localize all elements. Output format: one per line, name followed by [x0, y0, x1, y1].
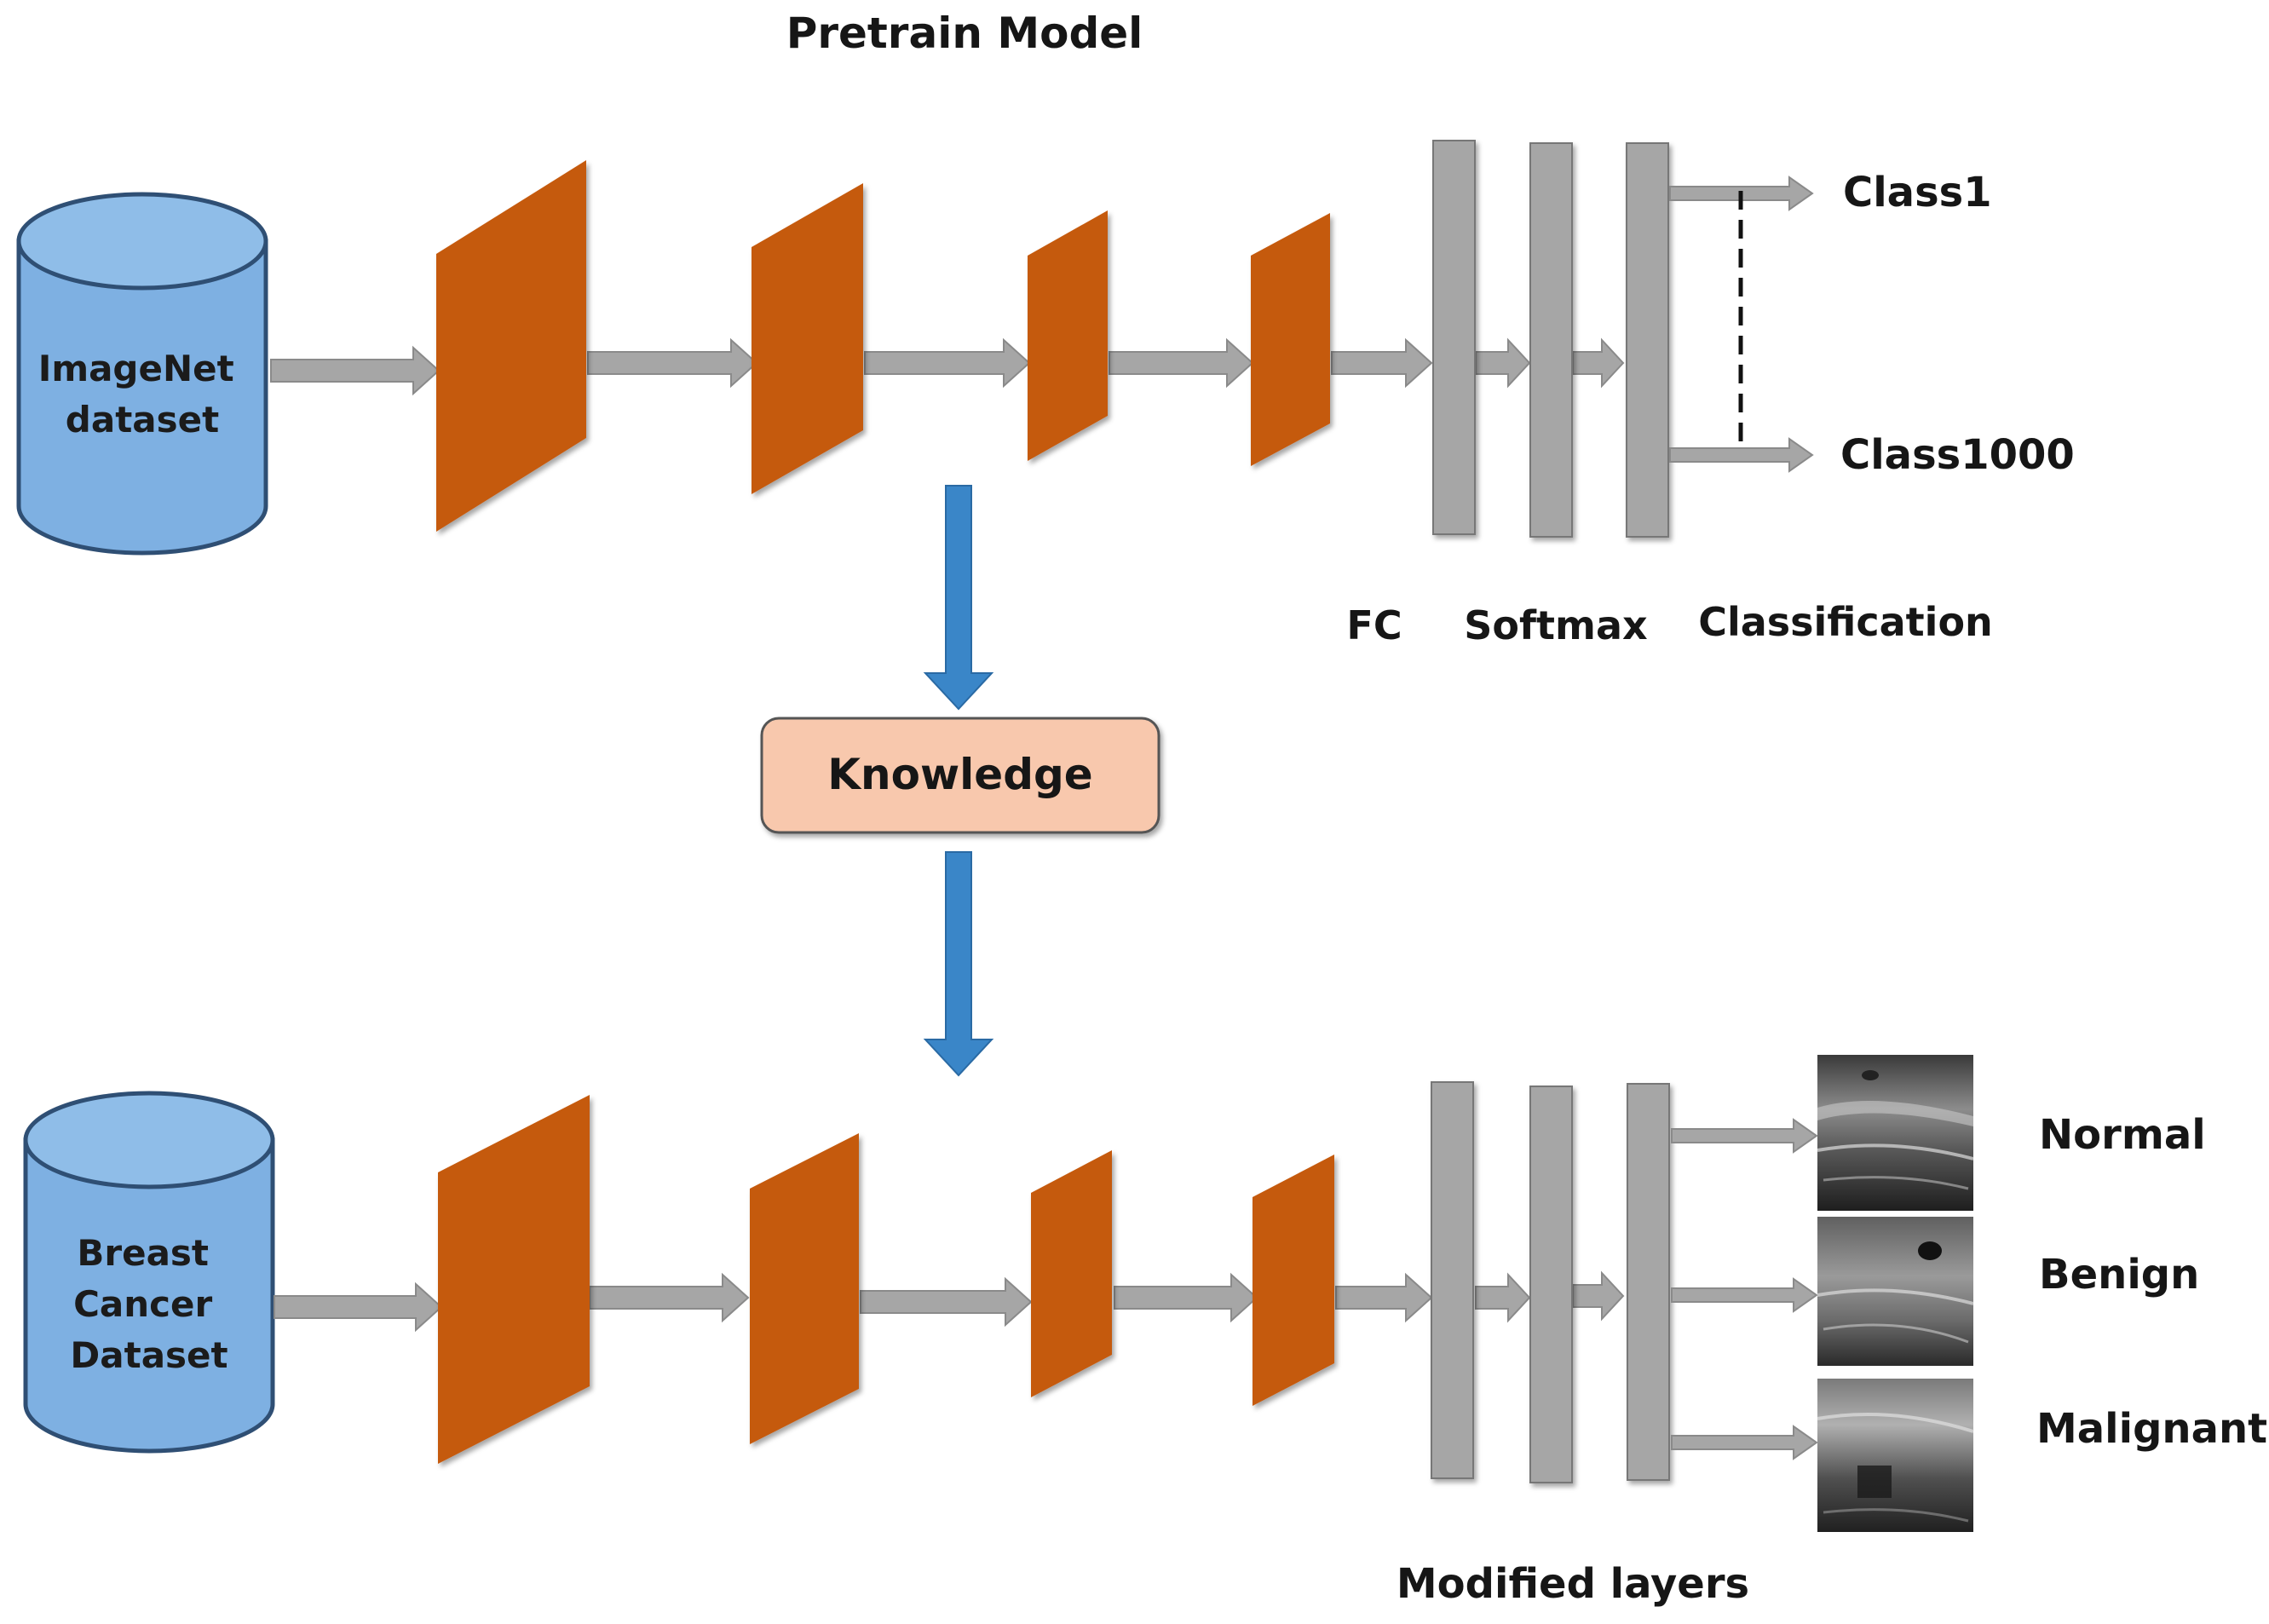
arrow-right-icon [1475, 1272, 1531, 1323]
arrow-right-icon [1114, 1272, 1258, 1323]
modified-layer-1 [1431, 1081, 1474, 1479]
finetune-feature-maps [438, 1095, 1334, 1464]
feature-map-4 [1253, 1155, 1334, 1406]
arrow-right-icon [1669, 437, 1814, 473]
modified-layers-label: Modified layers [1397, 1560, 1749, 1608]
pretrain-dense-layers [1432, 140, 1669, 538]
knowledge-box [760, 717, 1160, 834]
arrow-right-icon [1331, 337, 1433, 389]
knowledge-label: Knowledge [827, 750, 1092, 799]
arrow-right-icon [1475, 337, 1531, 389]
imagenet-dataset-line-2: dataset [66, 399, 219, 441]
breast-dataset-line-2: Cancer [73, 1283, 212, 1325]
feature-map-2 [750, 1133, 859, 1444]
output-label-benign: Benign [2039, 1251, 2199, 1299]
modified-layer-2 [1529, 1086, 1573, 1483]
pretrain-feature-maps [436, 160, 1330, 532]
arrow-right-icon [860, 1276, 1033, 1327]
svg-text:ImageNet dataset: ImageNet dataset [38, 348, 247, 441]
imagenet-dataset-cylinder: ImageNet dataset [16, 192, 268, 556]
arrow-right-icon [589, 1272, 750, 1323]
arrow-right-icon [274, 1281, 443, 1333]
output-label-malignant: Malignant [2036, 1405, 2267, 1453]
output-label-normal: Normal [2039, 1111, 2206, 1159]
arrow-right-icon [1671, 1118, 1818, 1154]
arrow-right-icon [1671, 1425, 1818, 1460]
arrow-right-icon [1671, 1277, 1818, 1313]
pretrain-connectors [270, 337, 1625, 396]
diagram-title: Pretrain Model [786, 9, 1143, 58]
feature-map-2 [752, 183, 863, 494]
classification-layer [1626, 142, 1669, 538]
finetune-dense-layers [1431, 1081, 1670, 1483]
arrow-down-icon [923, 485, 994, 711]
feature-map-3 [1028, 210, 1108, 461]
breast-dataset-line-1: Breast [77, 1232, 209, 1274]
class-first-label: Class1 [1843, 169, 1992, 216]
class-last-label: Class1000 [1840, 431, 2075, 479]
arrow-right-icon [864, 337, 1031, 389]
imagenet-dataset-line-1: ImageNet [38, 348, 234, 389]
feature-map-1 [438, 1095, 590, 1464]
fc-label: FC [1346, 602, 1402, 648]
feature-map-3 [1031, 1150, 1112, 1397]
ultrasound-image-malignant [1817, 1379, 1974, 1532]
ultrasound-image-normal [1817, 1055, 1974, 1211]
arrow-right-icon [270, 345, 441, 396]
fc-layer [1432, 140, 1476, 535]
breast-cancer-dataset-cylinder: Breast Cancer Dataset [23, 1091, 275, 1454]
finetune-connectors [274, 1270, 1625, 1333]
svg-text:Breast Cancer: Breast Cancer Dataset [70, 1232, 227, 1376]
knowledge-transfer: Knowledge [760, 485, 1160, 1077]
ultrasound-image-benign [1817, 1217, 1974, 1366]
arrow-right-icon [587, 337, 758, 389]
arrow-right-icon [1335, 1272, 1433, 1323]
arrow-down-icon [923, 851, 994, 1077]
softmax-label: Softmax [1464, 602, 1647, 648]
classification-label: Classification [1698, 599, 1993, 645]
modified-layer-3 [1627, 1083, 1670, 1481]
softmax-layer [1529, 142, 1573, 538]
arrow-right-icon [1572, 1270, 1625, 1322]
breast-dataset-line-3: Dataset [70, 1334, 227, 1376]
ultrasound-thumbnails [1817, 1055, 1974, 1532]
pretrain-row: ImageNet dataset [16, 140, 2075, 648]
finetune-output-arrows [1671, 1118, 1818, 1460]
feature-map-1 [436, 160, 586, 532]
arrow-right-icon [1109, 337, 1254, 389]
arrow-right-icon [1572, 337, 1625, 389]
feature-map-4 [1251, 213, 1330, 466]
finetune-row: Breast Cancer Dataset [23, 1055, 2267, 1608]
